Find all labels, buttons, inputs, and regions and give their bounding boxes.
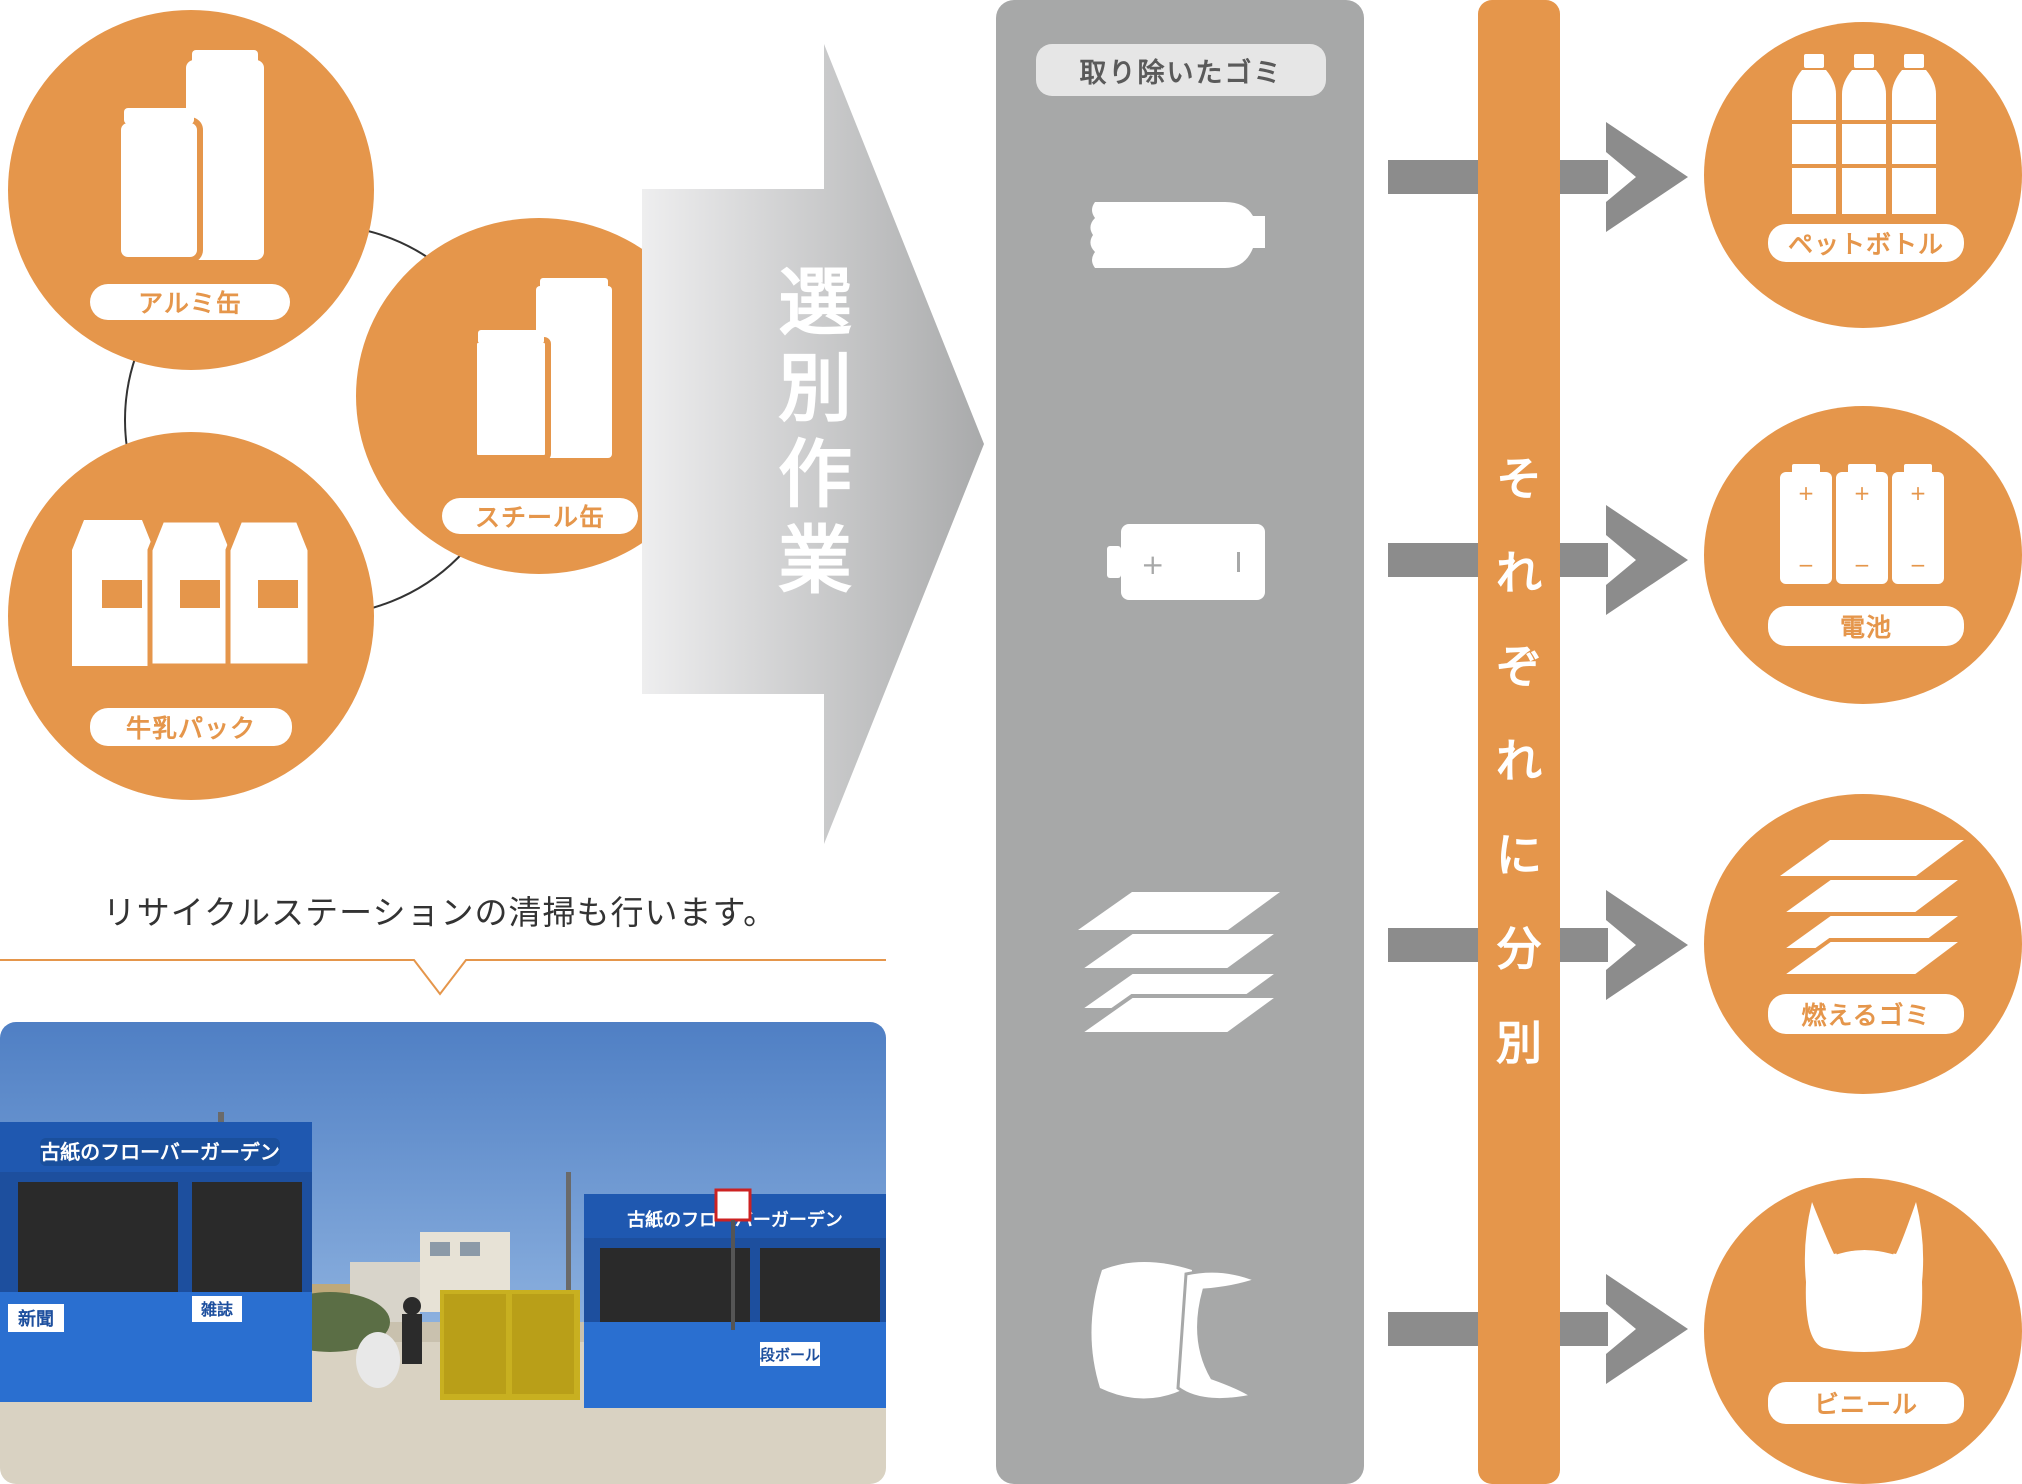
sorting-char-2: 別 [778, 346, 852, 432]
vertical-char-5: に [1496, 828, 1542, 882]
sorting-char-3: 作 [778, 432, 852, 518]
photo-label-magazine: 雑誌 [200, 1300, 233, 1319]
removed-garbage-label: 取り除いたゴミ [1036, 44, 1326, 96]
sort-each-label: そ れ ぞ れ に 分 別 [1478, 432, 1560, 1090]
paper-stack-icon [1078, 892, 1280, 1034]
aluminum-can-icon [118, 50, 264, 263]
vinyl-bag-icon [1804, 1202, 1924, 1352]
caption-divider [0, 959, 886, 996]
pet-bottle-icon [1792, 54, 1936, 214]
svg-text:+: + [1910, 481, 1927, 505]
pet-bottle-circle: ペットボトル [1704, 22, 2022, 328]
sorting-label: 選 別 作 業 [770, 260, 860, 604]
vertical-char-7: 別 [1496, 1016, 1542, 1070]
pet-bottle-label: ペットボトル [1768, 224, 1964, 262]
steel-can-icon [474, 278, 612, 458]
caption-text: リサイクルステーションの清掃も行います。 [102, 893, 778, 932]
milk-carton-icon [72, 520, 312, 666]
bottle-icon [1090, 202, 1265, 268]
photo-brand-left: 古紙のフローバーガーデン [40, 1140, 280, 1164]
vinyl-label: ビニール [1768, 1382, 1964, 1424]
sorting-arrow [642, 44, 984, 844]
sorting-char-1: 選 [778, 260, 852, 346]
milk-pack-circle: 牛乳パック [8, 432, 374, 800]
svg-text:+: + [1141, 548, 1164, 581]
sort-each-bar [1478, 0, 1560, 1484]
battery-label: 電池 [1768, 606, 1964, 646]
photo-scene: 新聞 雑誌 古紙のフローバーガーデン 段ボール 古紙のフローバーガーデン [0, 1022, 886, 1484]
svg-text:+: + [1798, 481, 1815, 505]
svg-text:+: + [1854, 481, 1871, 505]
recycling-station-photo: 新聞 雑誌 古紙のフローバーガーデン 段ボール 古紙のフローバーガーデン [0, 1022, 886, 1484]
svg-text:−: − [1910, 553, 1927, 577]
aluminum-can-circle: アルミ缶 [8, 10, 374, 370]
vertical-char-3: ぞ [1496, 640, 1542, 694]
photo-label-cardboard: 段ボール [760, 1346, 820, 1364]
vinyl-bag-icon-removed [1091, 1262, 1257, 1400]
battery-icon-removed: + [1107, 524, 1265, 600]
vertical-char-2: れ [1496, 546, 1542, 600]
svg-text:−: − [1798, 553, 1815, 577]
vertical-char-4: れ [1496, 734, 1542, 788]
vinyl-circle: ビニール [1704, 1178, 2022, 1484]
photo-label-newspaper: 新聞 [18, 1308, 54, 1330]
milk-pack-label: 牛乳パック [90, 708, 292, 746]
vertical-char-6: 分 [1496, 922, 1542, 976]
burnable-circle: 燃えるゴミ [1704, 794, 2022, 1094]
steel-can-label: スチール缶 [442, 498, 638, 534]
aluminum-can-label: アルミ缶 [90, 284, 290, 320]
svg-text:−: − [1854, 553, 1871, 577]
vertical-char-1: そ [1496, 452, 1542, 506]
burnable-label: 燃えるゴミ [1768, 994, 1964, 1034]
sorting-char-4: 業 [778, 518, 852, 604]
battery-icon: + + + − − − [1780, 464, 1944, 584]
burnable-paper-icon [1780, 840, 1964, 976]
battery-circle: + + + − − − 電池 [1704, 406, 2022, 704]
